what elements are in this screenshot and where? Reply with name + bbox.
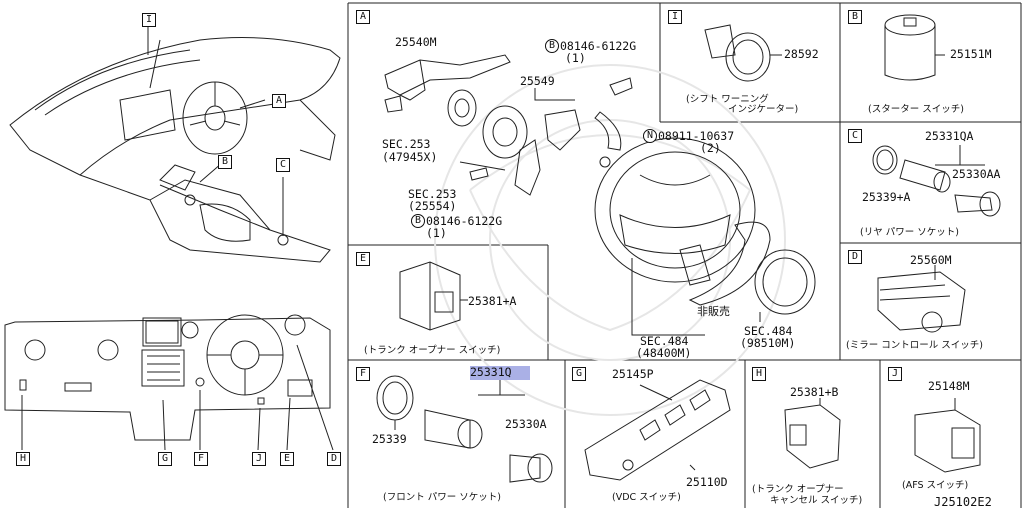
caption-starter-switch: (スターター スイッチ) [868,104,964,115]
part-number-25540m: 25540M [395,35,437,49]
caption-trunk-opener: (トランク オープナー スイッチ) [364,345,501,356]
panel-label-j: J [888,367,902,381]
callout-tag-c: C [276,158,290,172]
part-number-08911: 08911-10637 [658,129,735,143]
part-number-25145p: 25145P [612,367,654,381]
caption-trunk-cancel-1: (トランク オープナー [752,484,844,495]
caption-afs-switch: (AFS スイッチ) [902,480,969,491]
part-number-25331q-highlighted: 25331Q [470,366,530,380]
part-number-25330a: 25330A [505,417,547,431]
part-number-25148m: 25148M [928,379,970,393]
panel-label-g: G [572,367,586,381]
callout-tag-e: E [280,452,294,466]
panel-label-d: D [848,250,862,264]
caption-shift-warning-2: インジケーター) [728,104,799,115]
panel-label-i: I [668,10,682,24]
not-sold-label: 非販売 [697,305,730,318]
panel-label-e: E [356,252,370,266]
section-ref-253-a: SEC.253 [382,137,431,151]
diagram-id: J25102E2 [934,495,992,509]
trunk-opener-cancel-switch-drawing [784,398,841,469]
section-ref-25554: (25554) [408,199,457,213]
dashboard-perspective-drawing [9,27,341,263]
panel-label-c: C [848,129,862,143]
part-qty-08146-top: (1) [565,51,586,65]
callout-tag-h: H [16,452,30,466]
part-number-25151m: 25151M [950,47,992,61]
part-qty-08911: (2) [700,141,721,155]
rear-power-socket-drawing [872,145,1001,217]
afs-switch-drawing [914,398,981,473]
part-number-25381b: 25381+B [790,385,839,399]
dashboard-front-drawing [4,314,334,451]
steering-assembly-drawing [384,54,816,336]
part-number-28592: 28592 [784,47,819,61]
part-number-25330aa: 25330AA [952,167,1001,181]
caption-front-power-socket: (フロント パワー ソケット) [383,492,501,503]
mirror-control-switch-drawing [877,265,966,333]
bolt-marker-b-top: B [545,39,559,53]
nut-marker-n: N [643,129,657,143]
callout-tag-d: D [327,452,341,466]
section-ref-98510m: (98510M) [740,336,796,350]
panel-label-h: H [752,367,766,381]
watermark-seal [434,64,786,416]
front-power-socket-drawing [376,375,553,483]
part-number-25381a: 25381+A [468,294,517,308]
section-ref-484-b: SEC.484 [744,324,793,338]
bolt-marker-b-bottom: B [411,214,425,228]
starter-switch-drawing [884,14,945,81]
part-number-25560m: 25560M [910,253,952,267]
panel-label-b: B [848,10,862,24]
section-ref-48400m: (48400M) [636,346,692,360]
part-number-25339: 25339 [372,432,407,446]
callout-tag-a: A [272,94,286,108]
trunk-opener-switch-drawing [399,261,468,331]
part-number-08146-top: 08146-6122G [560,39,637,53]
part-number-25549: 25549 [520,74,555,88]
part-number-25339a: 25339+A [862,190,911,204]
caption-trunk-cancel-2: キャンセル スイッチ) [770,495,863,506]
callout-tag-b: B [218,155,232,169]
caption-mirror-control: (ミラー コントロール スイッチ) [846,340,983,351]
callout-tag-i: I [142,13,156,27]
panel-label-a: A [356,10,370,24]
part-number-25110d: 25110D [686,475,728,489]
part-number-25331qa: 25331QA [925,129,974,143]
section-ref-47945x: (47945X) [382,150,438,164]
panel-label-f: F [356,367,370,381]
section-ref-253-b: SEC.253 [408,187,457,201]
callout-tag-f: F [194,452,208,466]
part-number-08146-bottom: 08146-6122G [426,214,503,228]
callout-tag-g: G [158,452,172,466]
shift-indicator-drawing [704,24,782,82]
caption-vdc-switch: (VDC スイッチ) [612,492,681,503]
section-ref-484-a: SEC.484 [640,334,689,348]
part-qty-08146-bottom: (1) [426,226,447,240]
vdc-switch-drawing [584,379,731,481]
caption-shift-warning-1: (シフト ワーニング [686,94,769,105]
caption-rear-power-socket: (リヤ パワー ソケット) [860,227,959,238]
callout-tag-j: J [252,452,266,466]
